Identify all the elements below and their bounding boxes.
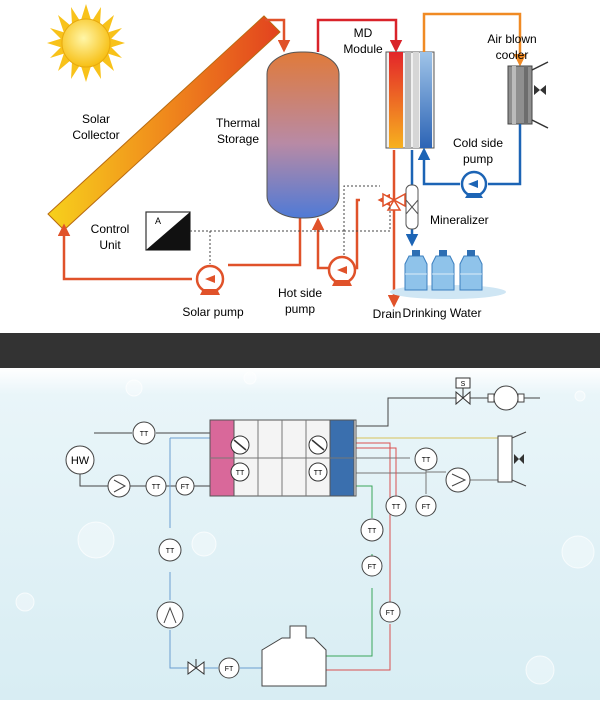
hot-pump-label-line1: Hot side xyxy=(278,286,322,300)
control-box-letter: A xyxy=(155,216,161,226)
solar-pump-label: Solar pump xyxy=(182,305,244,319)
vacuum-pump-icon xyxy=(487,385,525,411)
temperature-sensor-icon: TT xyxy=(230,462,250,482)
pressure-gauge-icon xyxy=(308,435,328,455)
drinking-water-label: Drinking Water xyxy=(403,306,482,320)
permeate-tank xyxy=(261,625,327,687)
solenoid-label: S xyxy=(461,381,466,388)
tt-label: TT xyxy=(314,470,323,477)
ft-sensor-5: FT xyxy=(415,495,437,517)
hot-side-pump xyxy=(327,255,357,286)
solar-collector-label-line1: Solar xyxy=(82,112,110,126)
pid-schematic-panel: TT TT HW TT TT FT TT FT xyxy=(0,368,600,700)
pressure-gauge-icon xyxy=(230,435,250,455)
pid-schematic: TT TT HW TT TT FT TT FT xyxy=(15,371,595,687)
divider-band xyxy=(0,333,600,368)
svg-text:FT: FT xyxy=(368,564,377,571)
solar-collector-label-line2: Collector xyxy=(72,128,119,142)
cold-pump-label-line1: Cold side xyxy=(453,136,503,150)
svg-text:TT: TT xyxy=(422,457,431,464)
air-cooler-label-line1: Air blown xyxy=(487,32,536,46)
mineralizer-label: Mineralizer xyxy=(430,213,489,227)
air-cooler xyxy=(507,61,549,129)
control-signal-lines xyxy=(190,185,391,264)
control-unit-label-line2: Unit xyxy=(99,238,121,252)
svg-text:FT: FT xyxy=(386,610,395,617)
cooling-pump-icon xyxy=(445,467,471,493)
cooling-pipe xyxy=(422,12,527,67)
tt-sensor-2: TT xyxy=(145,475,167,497)
solenoid-valve-icon: S xyxy=(455,377,471,406)
svg-text:TT: TT xyxy=(392,504,401,511)
cold-loop-pipes xyxy=(405,124,522,247)
temperature-sensor-icon: TT xyxy=(308,462,328,482)
air-cooler-label-line2: cooler xyxy=(496,48,529,62)
md-module-label-line2: Module xyxy=(343,42,383,56)
ft-sensor-4: FT xyxy=(379,601,401,623)
tt-sensor-6: TT xyxy=(360,518,384,542)
fan-icon xyxy=(534,85,546,95)
cold-pump-label-line2: pump xyxy=(463,152,493,166)
tt-sensor-3: TT xyxy=(158,538,182,562)
svg-text:TT: TT xyxy=(166,548,175,555)
cold-side-pump xyxy=(460,170,488,198)
ft-sensor-1: FT xyxy=(175,476,195,496)
svg-text:TT: TT xyxy=(152,484,161,491)
heater-hw: HW xyxy=(65,445,95,475)
hot-feed-pipe xyxy=(316,18,403,53)
ball-valve-icon xyxy=(187,659,205,675)
water-bottles xyxy=(390,250,506,299)
mineralizer-unit xyxy=(405,184,419,230)
decorative-bubbles xyxy=(15,371,595,685)
control-unit-label-line1: Control xyxy=(91,222,130,236)
svg-text:TT: TT xyxy=(368,528,377,535)
tt-label: TT xyxy=(236,470,245,477)
ft-sensor-2: FT xyxy=(218,657,240,679)
circulation-pump-icon xyxy=(156,601,184,629)
solar-loop-pipes xyxy=(57,18,302,281)
thermal-storage-tank xyxy=(266,51,340,219)
tt-sensor-1: TT xyxy=(132,421,156,445)
svg-text:TT: TT xyxy=(140,431,149,438)
solar-pump xyxy=(195,264,225,295)
fan-icon xyxy=(514,454,524,464)
svg-text:FT: FT xyxy=(181,484,190,491)
control-unit-box xyxy=(145,211,191,251)
svg-text:FT: FT xyxy=(422,504,431,511)
tt-sensor-7: TT xyxy=(385,495,407,517)
heater-label: HW xyxy=(71,455,90,467)
sun-icon xyxy=(47,4,125,82)
md-module-label-line1: MD xyxy=(354,26,373,40)
feed-pump-icon xyxy=(107,474,131,498)
solar-md-system-illustration: Solar Collector Thermal Storage MD Modul… xyxy=(0,0,600,333)
md-module xyxy=(385,51,435,149)
thermal-storage-label-line1: Thermal xyxy=(216,116,260,130)
tt-sensor-8: TT xyxy=(414,447,438,471)
svg-text:FT: FT xyxy=(225,666,234,673)
cooler-unit xyxy=(497,431,527,487)
membrane-module xyxy=(209,419,357,497)
hot-pump-label-line2: pump xyxy=(285,302,315,316)
ft-sensor-3: FT xyxy=(361,555,383,577)
three-way-valve xyxy=(382,192,406,211)
drain-label: Drain xyxy=(373,307,402,321)
thermal-storage-label-line2: Storage xyxy=(217,132,259,146)
solar-md-diagram: Solar Collector Thermal Storage MD Modul… xyxy=(47,4,549,321)
